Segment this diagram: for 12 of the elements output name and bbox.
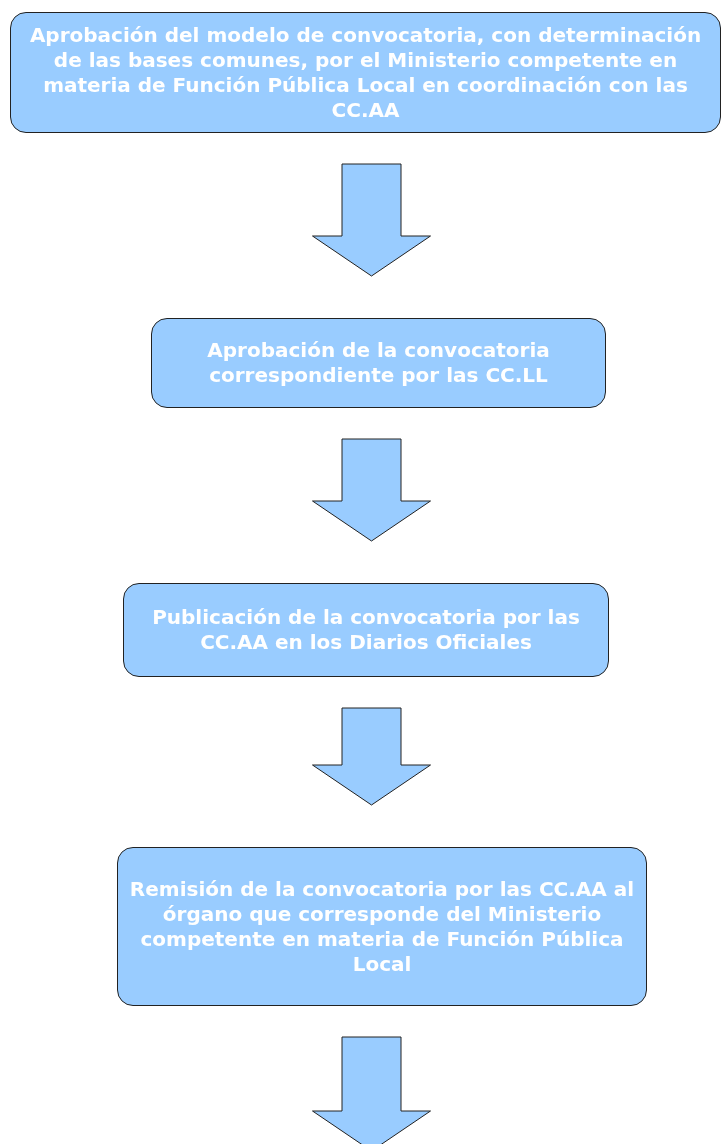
process-box [10, 12, 721, 133]
block-arrow [312, 163, 431, 277]
step-text: Aprobación de la convocatoria correspondiente por las CC.LL [206, 338, 551, 388]
block-arrow [312, 438, 431, 542]
process-box [151, 318, 606, 408]
step-text: Aprobación del modelo de convocatoria, con determinación de las bases comunes, por el Ministerio competente en materia de Función Pública Local en coordinación con las CC.AA [28, 22, 703, 123]
step-text: Remisión de la convocatoria por las CC.AA al órgano que corresponde del Ministerio competente en materia de Función Pública Local [128, 876, 636, 977]
step-text: Publicación de la convocatoria por las CC.AA en los Diarios Oficiales [151, 605, 581, 655]
block-arrow [312, 1036, 431, 1144]
process-box [117, 847, 647, 1006]
process-box [123, 583, 609, 677]
block-arrow [312, 707, 431, 806]
